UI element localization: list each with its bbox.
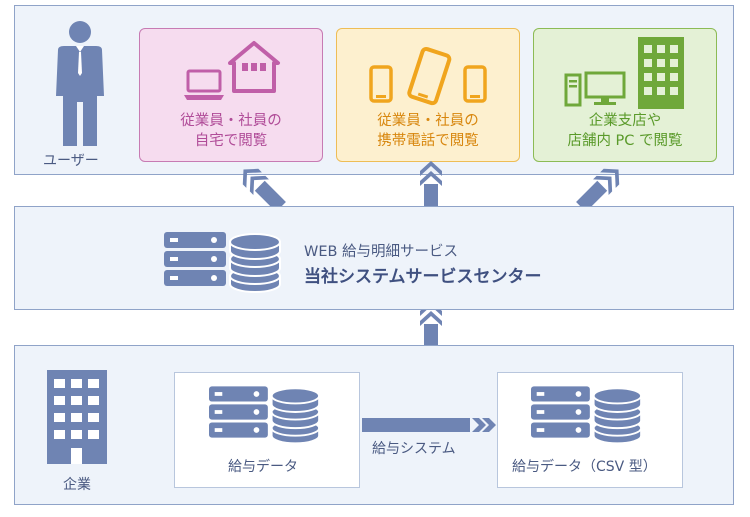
businessman-icon xyxy=(56,21,104,146)
salary-system-label: 給与システム xyxy=(372,441,456,457)
salary-data-label: 給与データ xyxy=(228,459,298,475)
home-card-line1: 従業員・社員の xyxy=(180,113,282,129)
office-card-line1: 企業支店や xyxy=(588,113,662,129)
desktop-pc-icon xyxy=(564,71,626,107)
mobile-card-line1: 従業員・社員の xyxy=(377,113,479,129)
office-connector-arrow xyxy=(576,161,627,212)
server-database-icon xyxy=(164,232,281,293)
home-card: 従業員・社員の 自宅で閲覧 xyxy=(139,28,323,162)
company-label: 企業 xyxy=(63,477,91,493)
mobile-card-line2: 携帯電話で閲覧 xyxy=(377,133,479,149)
smartphones-icon xyxy=(369,46,487,106)
salary-system-arrow xyxy=(362,418,496,432)
salary-data-csv-server-icon xyxy=(531,386,643,445)
home-card-line2: 自宅で閲覧 xyxy=(194,133,268,149)
service-title: 当社システムサービスセンター xyxy=(304,267,542,287)
company-building-icon xyxy=(47,370,107,464)
salary-data-csv-label: 給与データ（CSV 型） xyxy=(512,459,657,475)
laptop-icon xyxy=(184,69,224,100)
service-subtitle: WEB 給与明細サービス xyxy=(304,244,459,260)
office-building-icon xyxy=(638,37,684,109)
service-section xyxy=(14,206,734,310)
salary-data-server-icon xyxy=(209,386,321,445)
user-label: ユーザー xyxy=(43,153,99,169)
office-card: 企業支店や 店舗内 PC で閲覧 xyxy=(533,28,717,162)
office-card-line2: 店舗内 PC で閲覧 xyxy=(567,133,683,149)
home-connector-arrow xyxy=(235,161,286,212)
house-icon xyxy=(228,41,280,93)
salary-data-csv-box xyxy=(497,372,683,488)
mobile-card: 従業員・社員の 携帯電話で閲覧 xyxy=(336,28,520,162)
